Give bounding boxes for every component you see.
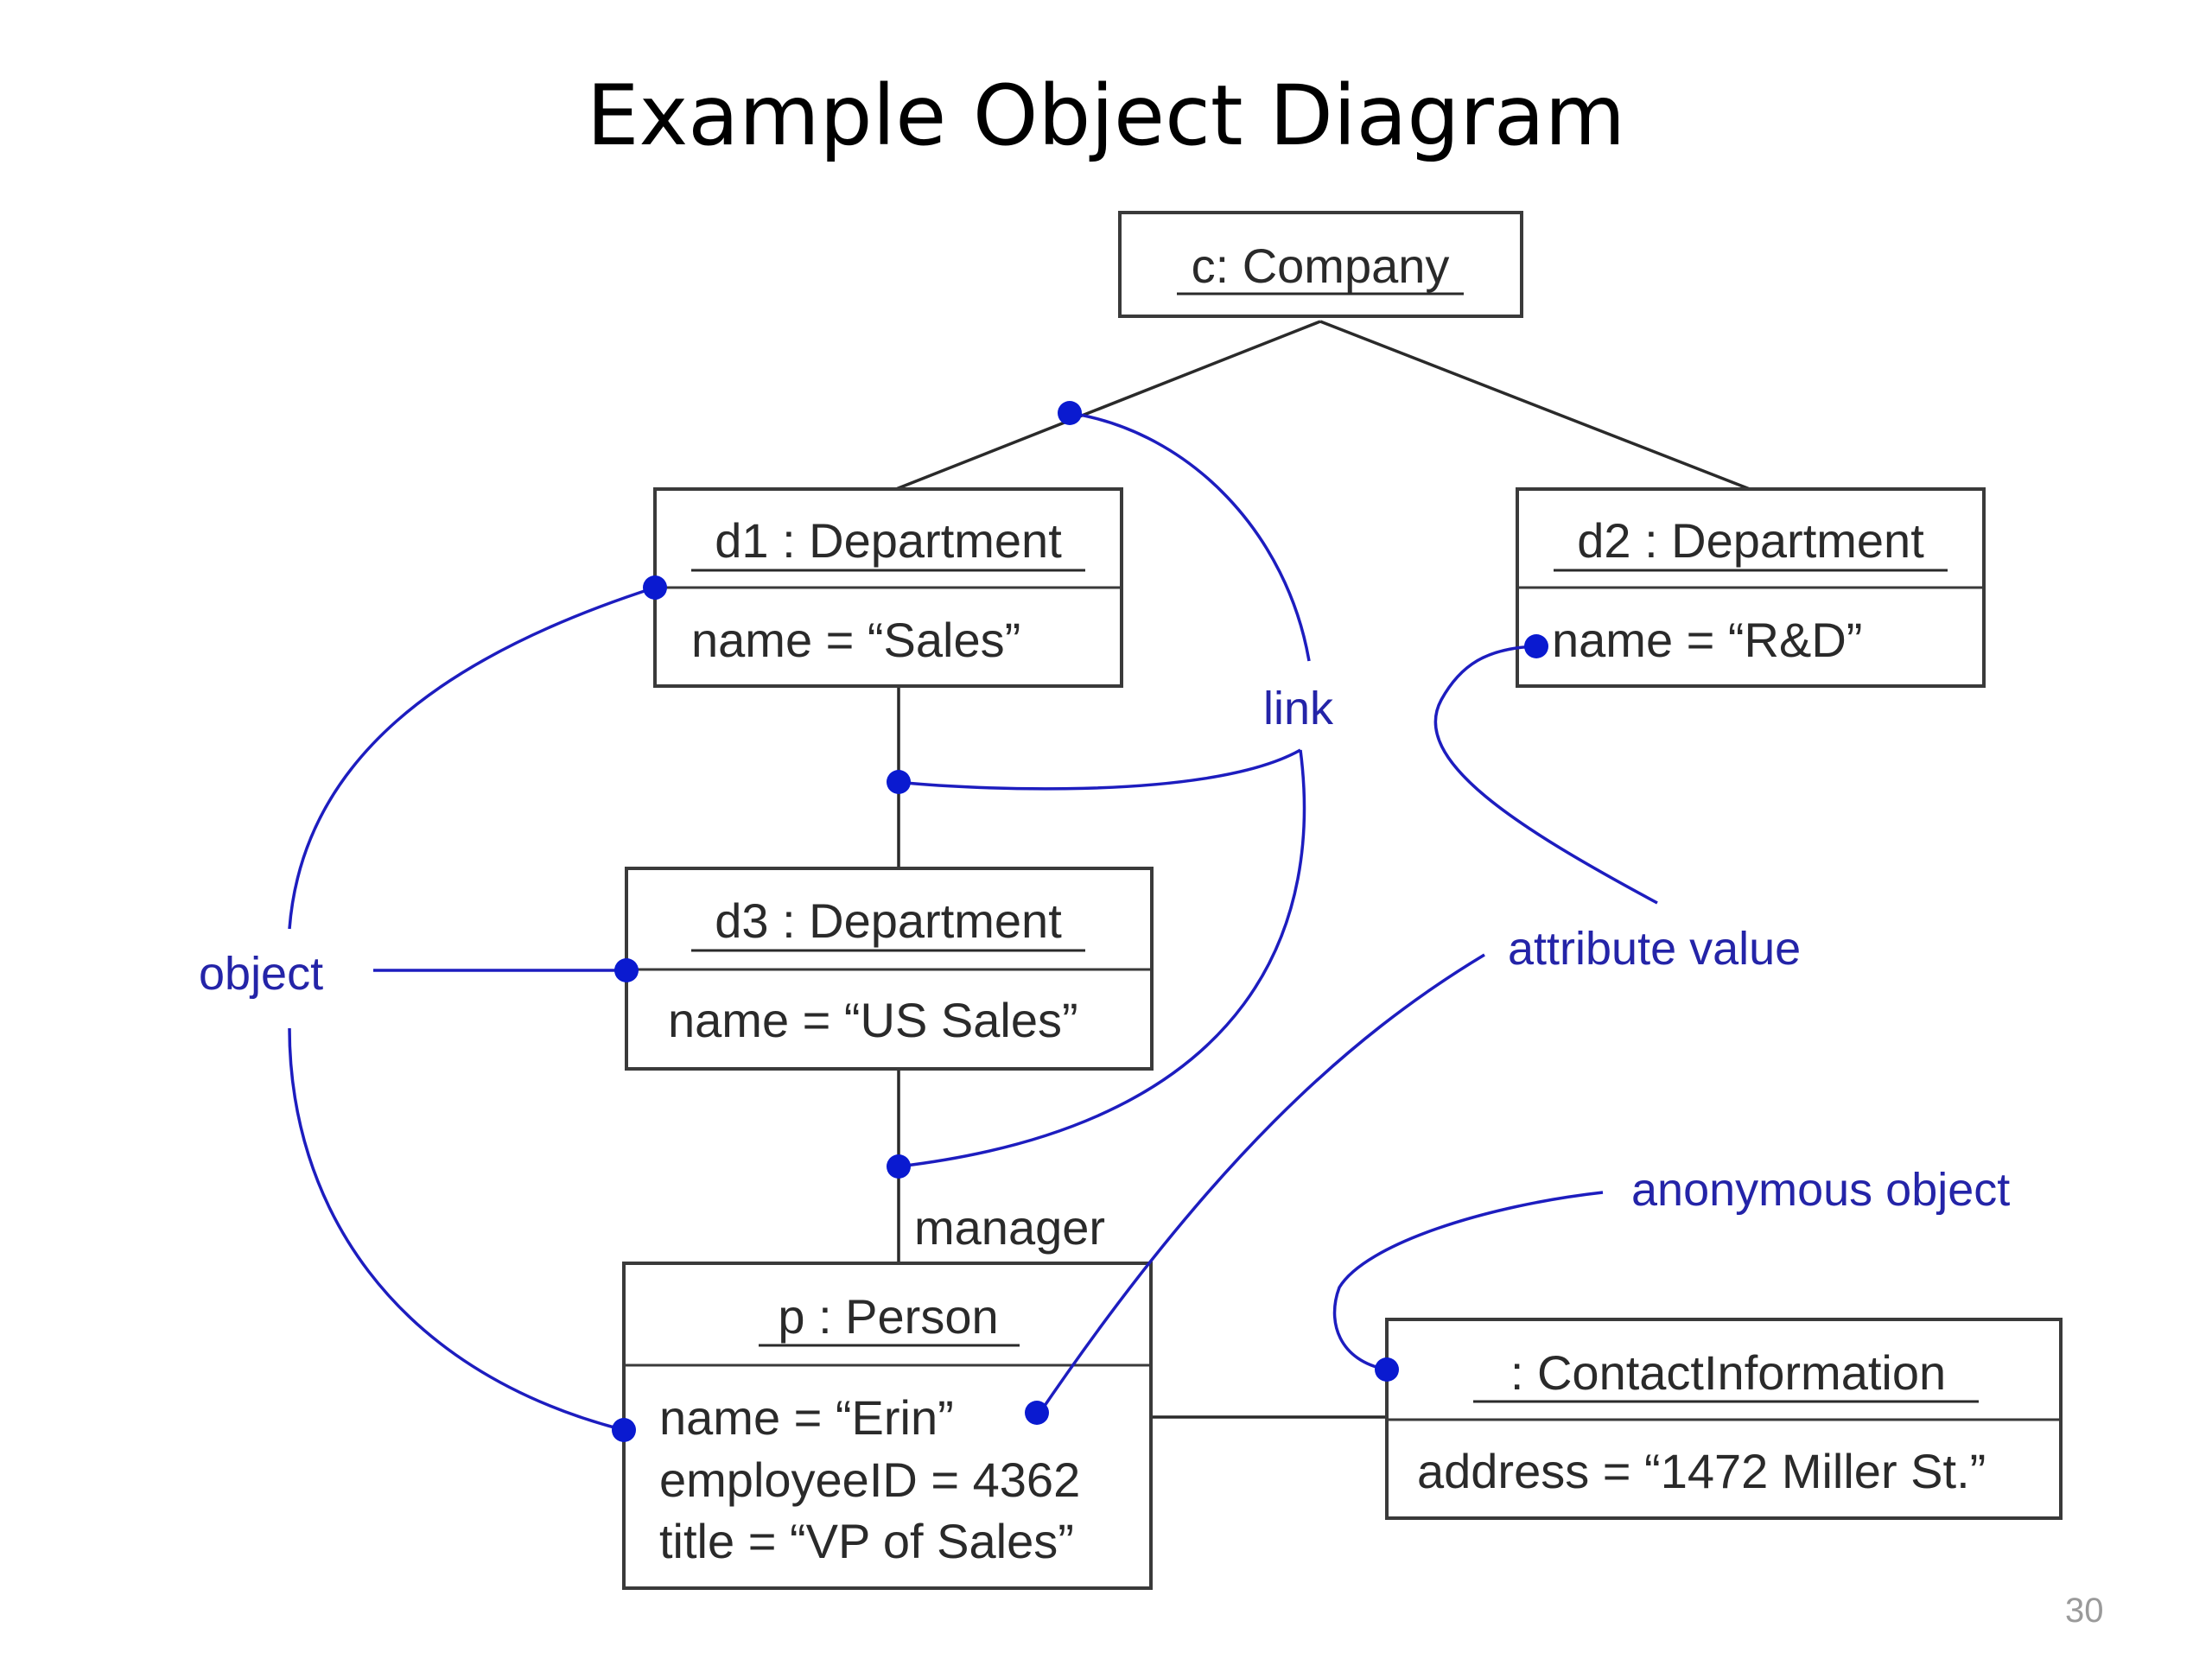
annotation-object: object	[199, 948, 323, 1000]
marker-anonymous-object	[1375, 1357, 1399, 1382]
callout-object-person	[288, 1027, 625, 1432]
link-company-d2	[1319, 320, 1751, 491]
marker-attribute-d2	[1524, 634, 1548, 658]
marker-link-company-d1	[1058, 401, 1082, 425]
object-company-name: c: Company	[1192, 238, 1450, 293]
marker-link-d1-d3	[887, 770, 911, 794]
link-role-manager: manager	[914, 1200, 1105, 1255]
link-company-d1	[895, 320, 1321, 491]
object-d2: d2 : Department name = “R&D”	[1516, 487, 1986, 688]
annotation-link: link	[1263, 683, 1334, 734]
object-d1: d1 : Department name = “Sales”	[653, 487, 1123, 688]
callout-link-mid	[898, 748, 1301, 791]
object-person-name: p : Person	[778, 1289, 998, 1344]
callout-link-bottom	[898, 749, 1306, 1168]
callout-attribute-value-d2	[1433, 645, 1658, 905]
object-contact-information: : ContactInformation address = “1472 Mil…	[1385, 1318, 2063, 1520]
object-d2-attr-name: name = “R&D”	[1552, 613, 1862, 667]
marker-attribute-person	[1025, 1401, 1049, 1425]
callout-link-top	[1069, 411, 1311, 662]
object-d2-name: d2 : Department	[1577, 513, 1924, 568]
callout-anonymous-object	[1332, 1191, 1604, 1371]
marker-object-person	[612, 1418, 636, 1442]
object-d3-name: d3 : Department	[715, 893, 1062, 948]
object-contact-name: : ContactInformation	[1510, 1345, 1946, 1400]
object-person-attr-employeeid: employeeID = 4362	[659, 1452, 1080, 1507]
object-d3-attr-name: name = “US Sales”	[668, 993, 1078, 1047]
object-company: c: Company	[1118, 211, 1523, 318]
object-person-attr-title: title = “VP of Sales”	[659, 1514, 1074, 1568]
marker-object-d1	[643, 575, 667, 600]
annotation-anonymous-object: anonymous object	[1631, 1164, 2010, 1216]
callout-object-d1	[288, 586, 656, 930]
page-number: 30	[2065, 1592, 2104, 1630]
annotation-markers	[612, 401, 1548, 1442]
object-d1-attr-name: name = “Sales”	[691, 613, 1020, 667]
object-person: p : Person name = “Erin” employeeID = 43…	[622, 1262, 1153, 1590]
annotation-attribute-value: attribute value	[1508, 923, 1801, 975]
marker-object-d3	[614, 958, 639, 982]
page-title: Example Object Diagram	[586, 67, 1626, 164]
marker-link-d3-person	[887, 1154, 911, 1179]
object-d3: d3 : Department name = “US Sales”	[625, 867, 1154, 1071]
annotation-callouts	[288, 411, 1658, 1432]
object-d1-name: d1 : Department	[715, 513, 1062, 568]
object-contact-attr-address: address = “1472 Miller St.”	[1417, 1444, 1986, 1498]
callout-attribute-value-person	[1035, 953, 1485, 1418]
object-person-attr-name: name = “Erin”	[659, 1390, 954, 1445]
